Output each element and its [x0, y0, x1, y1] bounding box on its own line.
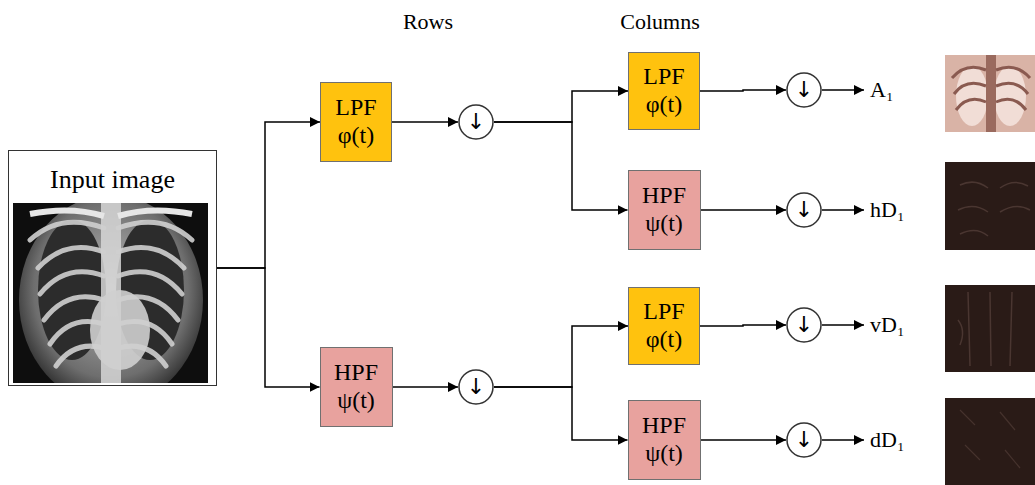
downsample-outline: [787, 73, 821, 107]
downsample-outline: [787, 423, 821, 457]
low-pass-filter-box: LPFφ(t): [628, 287, 700, 365]
filter-label: HPF: [642, 412, 686, 440]
subband-label: vD₁: [870, 312, 905, 338]
filter-label: LPF: [643, 63, 684, 91]
downsample-symbol: ↓: [795, 312, 813, 337]
downsample-circle: ↓: [786, 72, 822, 108]
signal-arrow: [494, 122, 628, 210]
downsample-symbol: ↓: [467, 109, 485, 134]
filter-label: ψ(t): [337, 387, 375, 415]
downsample-circle: ↓: [786, 192, 822, 228]
downsample-circle: ↓: [458, 104, 494, 140]
low-pass-filter-box: LPFφ(t): [628, 52, 700, 130]
signal-arrow: [217, 122, 320, 268]
downsample-circle: ↓: [786, 422, 822, 458]
downsample-symbol: ↓: [795, 77, 813, 102]
box-heading: Input image: [50, 165, 175, 195]
filter-label: LPF: [335, 94, 376, 122]
signal-arrow: [393, 386, 459, 388]
filter-label: φ(t): [646, 326, 683, 354]
downsample-symbol: ↓: [467, 374, 485, 399]
signal-arrow: [494, 91, 628, 122]
low-pass-filter-box: LPFφ(t): [320, 82, 392, 162]
approximation-thumbnail: [945, 55, 1035, 132]
stage-heading: Rows: [403, 9, 453, 35]
filter-label: HPF: [334, 359, 378, 387]
signal-arrow: [494, 387, 628, 440]
detail-thumbnail: [945, 285, 1035, 372]
signal-arrow: [494, 326, 628, 387]
signal-arrow: [701, 439, 787, 441]
detail-thumbnail: [945, 398, 1035, 485]
signal-arrow: [392, 121, 458, 123]
signal-arrow: [701, 209, 787, 211]
filter-label: LPF: [643, 298, 684, 326]
filter-label: φ(t): [646, 91, 683, 119]
downsample-circle: ↓: [786, 307, 822, 343]
filter-label: φ(t): [338, 122, 375, 150]
signal-arrow: [217, 268, 320, 387]
output-arrow: [822, 90, 864, 440]
filter-label: HPF: [642, 182, 686, 210]
downsample-symbol: ↓: [795, 197, 813, 222]
xray-illustration: [13, 203, 208, 383]
signal-arrow: [700, 325, 786, 326]
downsample-outline: [459, 105, 493, 139]
input-image-box: Input image: [8, 150, 217, 386]
downsample-circle: ↓: [458, 369, 494, 405]
high-pass-filter-box: HPFψ(t): [628, 400, 701, 480]
filter-label: ψ(t): [645, 440, 683, 468]
stage-heading: Columns: [620, 9, 699, 35]
high-pass-filter-box: HPFψ(t): [320, 347, 393, 427]
downsample-symbol: ↓: [795, 427, 813, 452]
downsample-outline: [787, 193, 821, 227]
subband-label: dD₁: [870, 427, 905, 453]
subband-label: A₁: [870, 77, 894, 103]
filter-label: ψ(t): [645, 210, 683, 238]
high-pass-filter-box: HPFψ(t): [628, 170, 701, 250]
subband-label: hD₁: [870, 197, 905, 223]
signal-arrow: [700, 90, 786, 91]
detail-thumbnail: [945, 162, 1035, 250]
downsample-outline: [459, 370, 493, 404]
downsample-outline: [787, 308, 821, 342]
